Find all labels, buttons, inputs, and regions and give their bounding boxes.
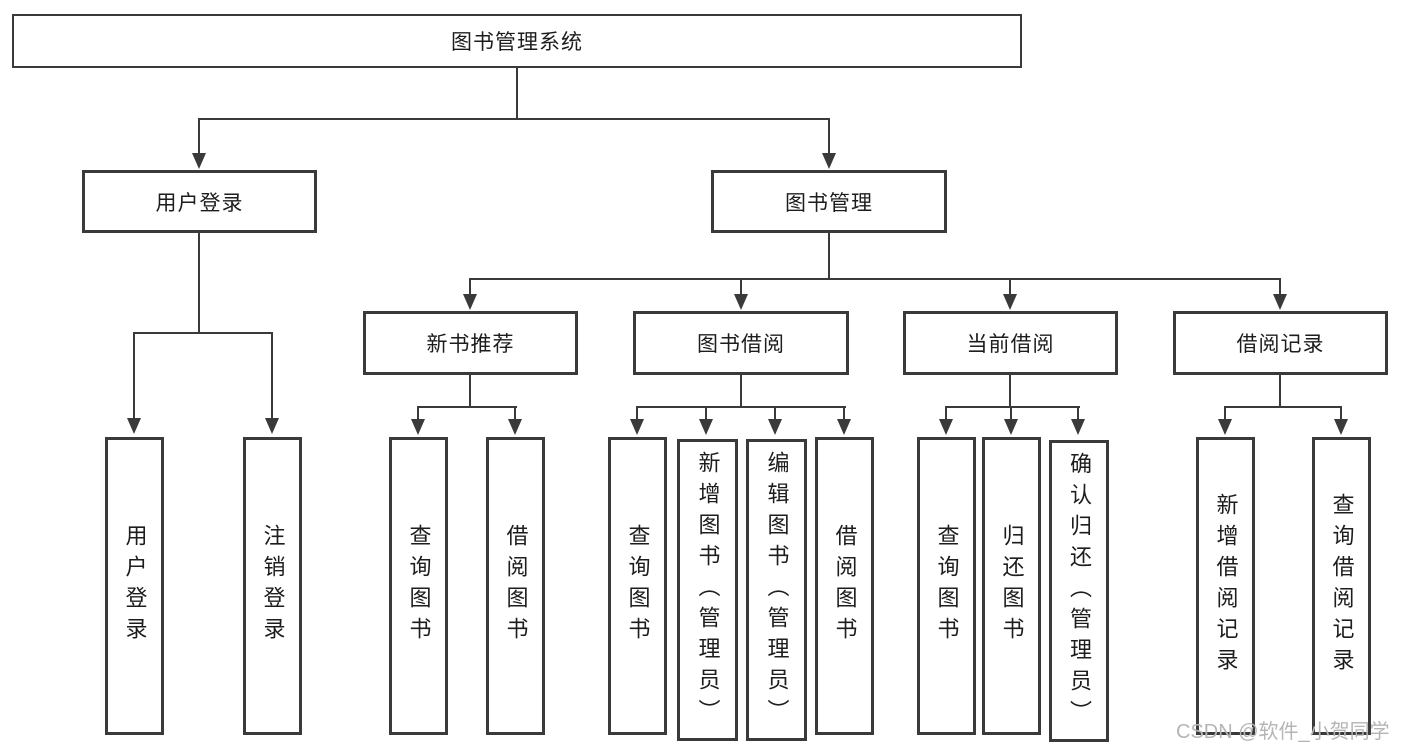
connector-login-stub (198, 233, 200, 333)
arrow-groupB-3 (768, 406, 782, 435)
connector-manage-distributor (469, 278, 1281, 280)
node-book-management: 图书管理 (711, 170, 947, 233)
leaf-add-borrow-record: 新增借阅记录 (1196, 437, 1255, 735)
connector-groupA-distributor (417, 406, 517, 408)
leaf-query-books-a: 查询图书 (389, 437, 448, 735)
arrow-groupC-1 (939, 406, 953, 435)
leaf-user-login-label: 用户登录 (122, 524, 148, 648)
leaf-query-books-a-label: 查询图书 (406, 524, 432, 648)
arrow-to-borrow-records (1273, 278, 1287, 310)
node-new-book-recommend: 新书推荐 (363, 311, 578, 375)
connector-groupB-stub (740, 375, 742, 407)
arrow-groupD-1 (1218, 406, 1232, 435)
node-current-borrow-label: 当前借阅 (966, 333, 1055, 356)
arrow-to-book-management (822, 118, 836, 169)
connector-manage-stub (828, 233, 830, 279)
connector-groupA-stub (469, 375, 471, 407)
node-borrow-records: 借阅记录 (1173, 311, 1388, 375)
connector-groupD-stub (1279, 375, 1281, 407)
connector-root-stub (516, 68, 518, 119)
csdn-watermark: CSDN @软件_小贺同学 (1176, 721, 1390, 743)
node-book-management-label: 图书管理 (785, 191, 873, 215)
arrow-groupC-3 (1071, 406, 1085, 435)
arrow-groupB-2 (699, 406, 713, 435)
leaf-query-borrow-record: 查询借阅记录 (1312, 437, 1371, 735)
leaf-edit-book-admin-label: 编辑图书（管理员） (764, 450, 790, 730)
leaf-confirm-return-admin-label: 确认归还（管理员） (1067, 451, 1092, 731)
arrow-to-book-borrow (734, 278, 748, 310)
leaf-logout-label: 注销登录 (260, 524, 286, 648)
node-root-label: 图书管理系统 (451, 31, 583, 54)
leaf-borrow-books-b-label: 借阅图书 (832, 524, 858, 648)
arrow-to-current-borrow (1003, 278, 1017, 310)
connector-root-distributor (198, 118, 830, 120)
leaf-query-books-c: 查询图书 (917, 437, 976, 735)
arrow-groupA-1 (411, 406, 425, 435)
arrow-groupA-2 (508, 406, 522, 435)
connector-groupC-distributor (945, 406, 1080, 408)
node-current-borrow: 当前借阅 (903, 311, 1118, 375)
leaf-query-books-b: 查询图书 (608, 437, 667, 735)
arrow-to-login-leaf (127, 332, 141, 434)
connector-groupB-distributor (636, 406, 846, 408)
leaf-user-login: 用户登录 (105, 437, 164, 735)
leaf-add-borrow-record-label: 新增借阅记录 (1213, 493, 1239, 679)
arrow-groupB-4 (837, 406, 851, 435)
node-root: 图书管理系统 (12, 14, 1022, 68)
arrow-groupB-1 (630, 406, 644, 435)
leaf-edit-book-admin: 编辑图书（管理员） (746, 439, 807, 741)
leaf-borrow-books-b: 借阅图书 (815, 437, 874, 735)
arrow-groupD-2 (1334, 406, 1348, 435)
leaf-borrow-books-a-label: 借阅图书 (503, 524, 529, 648)
leaf-query-borrow-record-label: 查询借阅记录 (1329, 493, 1355, 679)
leaf-add-book-admin-label: 新增图书（管理员） (695, 450, 721, 730)
node-book-borrow-label: 图书借阅 (697, 333, 785, 356)
arrow-to-new-book (463, 278, 477, 310)
arrow-to-logout-leaf (265, 332, 279, 434)
leaf-return-book: 归还图书 (982, 437, 1041, 735)
node-user-login-label: 用户登录 (155, 191, 244, 215)
node-new-book-recommend-label: 新书推荐 (426, 333, 515, 356)
leaf-logout: 注销登录 (243, 437, 302, 735)
arrow-groupC-2 (1004, 406, 1018, 435)
connector-login-distributor (133, 332, 273, 334)
leaf-borrow-books-a: 借阅图书 (486, 437, 545, 735)
connector-groupD-distributor (1224, 406, 1342, 408)
leaf-query-books-c-label: 查询图书 (934, 524, 960, 648)
arrow-to-user-login (192, 118, 206, 169)
node-user-login: 用户登录 (82, 170, 317, 233)
leaf-add-book-admin: 新增图书（管理员） (677, 439, 738, 741)
leaf-return-book-label: 归还图书 (999, 524, 1025, 648)
leaf-confirm-return-admin: 确认归还（管理员） (1049, 440, 1109, 742)
node-book-borrow: 图书借阅 (633, 311, 849, 375)
leaf-query-books-b-label: 查询图书 (625, 524, 651, 648)
connector-groupC-stub (1009, 375, 1011, 407)
node-borrow-records-label: 借阅记录 (1236, 333, 1325, 356)
